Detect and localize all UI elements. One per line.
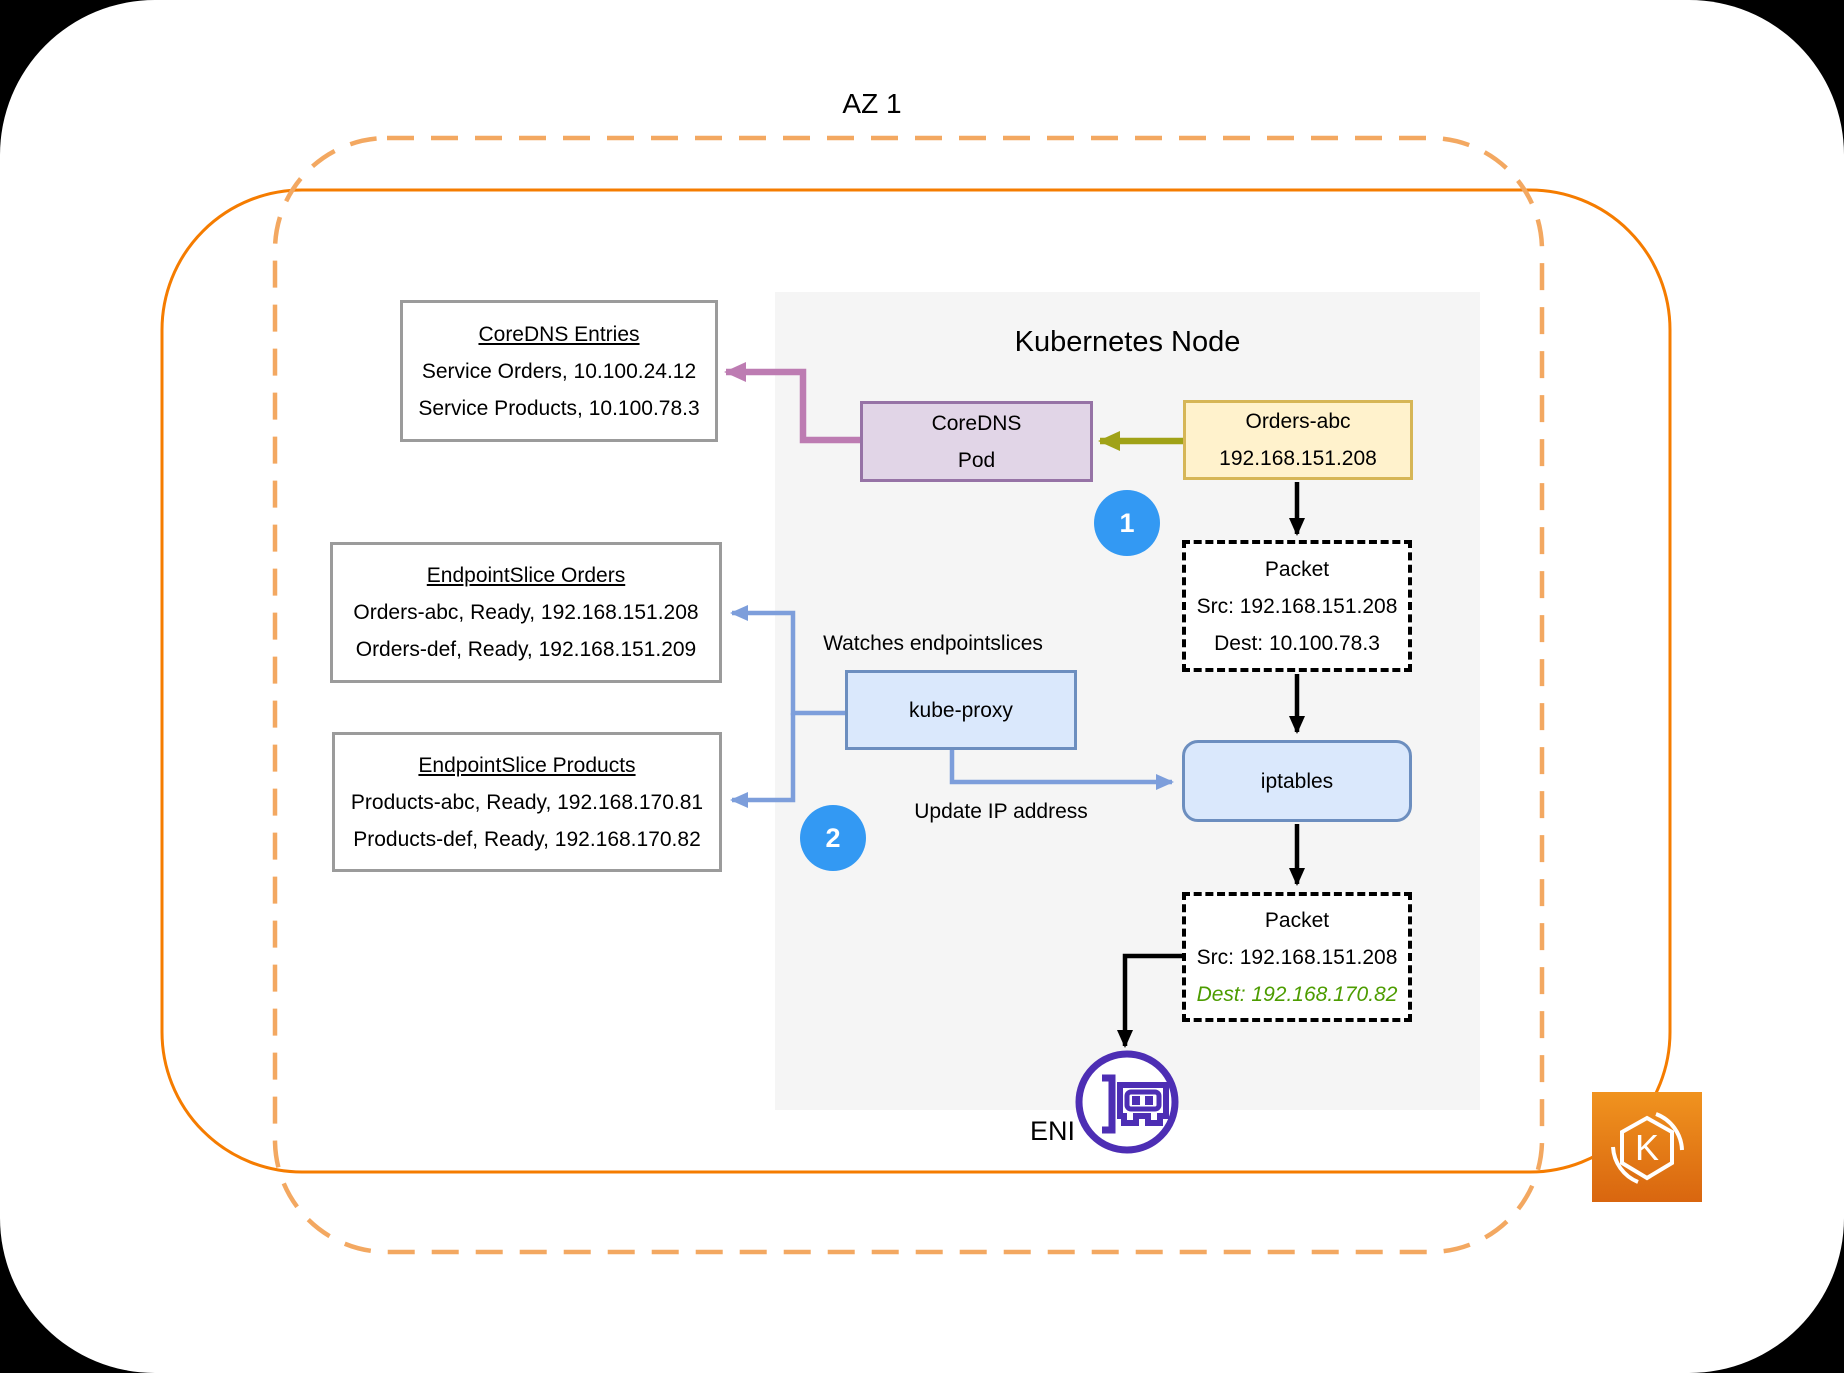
packet-dest: Dest: 10.100.78.3 (1214, 631, 1380, 655)
step-1-badge: 1 (1094, 490, 1160, 556)
orders-abc-pod-box: Orders-abc 192.168.151.208 (1183, 400, 1413, 480)
endpointslice-row: Products-def, Ready, 192.168.170.82 (353, 827, 701, 851)
coredns-entry-row: Service Products, 10.100.78.3 (418, 396, 700, 420)
az-label: AZ 1 (842, 88, 902, 119)
packet-title: Packet (1264, 908, 1330, 932)
packet-dest-translated: Dest: 192.168.170.82 (1196, 982, 1398, 1006)
packet-title: Packet (1264, 557, 1330, 581)
kube-proxy-box: kube-proxy (845, 670, 1077, 750)
packet-src: Src: 192.168.151.208 (1196, 594, 1398, 618)
endpointslice-row: Orders-def, Ready, 192.168.151.209 (355, 638, 697, 661)
endpointslice-row: Products-abc, Ready, 192.168.170.81 (350, 790, 704, 814)
orders-abc-pod-ip: 192.168.151.208 (1219, 447, 1377, 470)
endpointslice-orders-box: EndpointSlice Orders Orders-abc, Ready, … (330, 542, 722, 683)
kubernetes-node-title: Kubernetes Node (1014, 326, 1241, 358)
endpointslice-products-box: EndpointSlice Products Products-abc, Rea… (332, 732, 722, 872)
endpointslice-orders-title: EndpointSlice Orders (426, 564, 626, 587)
iptables-label: iptables (1260, 769, 1334, 793)
eni-label: ENI (1029, 1116, 1075, 1146)
coredns-entry-row: Service Orders, 10.100.24.12 (421, 359, 697, 383)
packet-src: Src: 192.168.151.208 (1196, 945, 1398, 969)
orders-abc-pod-name: Orders-abc (1245, 410, 1351, 433)
coredns-entries-title: CoreDNS Entries (478, 322, 640, 346)
eks-icon-letter: K (1635, 1127, 1659, 1168)
coredns-pod-box: CoreDNS Pod (860, 401, 1093, 482)
eni-icon (1072, 1047, 1182, 1157)
endpointslice-row: Orders-abc, Ready, 192.168.151.208 (353, 601, 699, 624)
eks-kubernetes-icon: K (1592, 1092, 1702, 1202)
packet-after-box: Packet Src: 192.168.151.208 Dest: 192.16… (1182, 892, 1412, 1022)
kube-proxy-label: kube-proxy (909, 698, 1013, 722)
coredns-pod-line: Pod (957, 448, 996, 472)
coredns-entries-box: CoreDNS Entries Service Orders, 10.100.2… (400, 300, 718, 442)
packet-before-box: Packet Src: 192.168.151.208 Dest: 10.100… (1182, 540, 1412, 672)
watches-endpointslices-note: Watches endpointslices (823, 632, 1043, 655)
update-ip-address-note: Update IP address (914, 800, 1088, 823)
endpointslice-products-title: EndpointSlice Products (418, 753, 636, 777)
step-2-badge: 2 (800, 805, 866, 871)
iptables-box: iptables (1182, 740, 1412, 822)
coredns-pod-line: CoreDNS (931, 411, 1022, 435)
